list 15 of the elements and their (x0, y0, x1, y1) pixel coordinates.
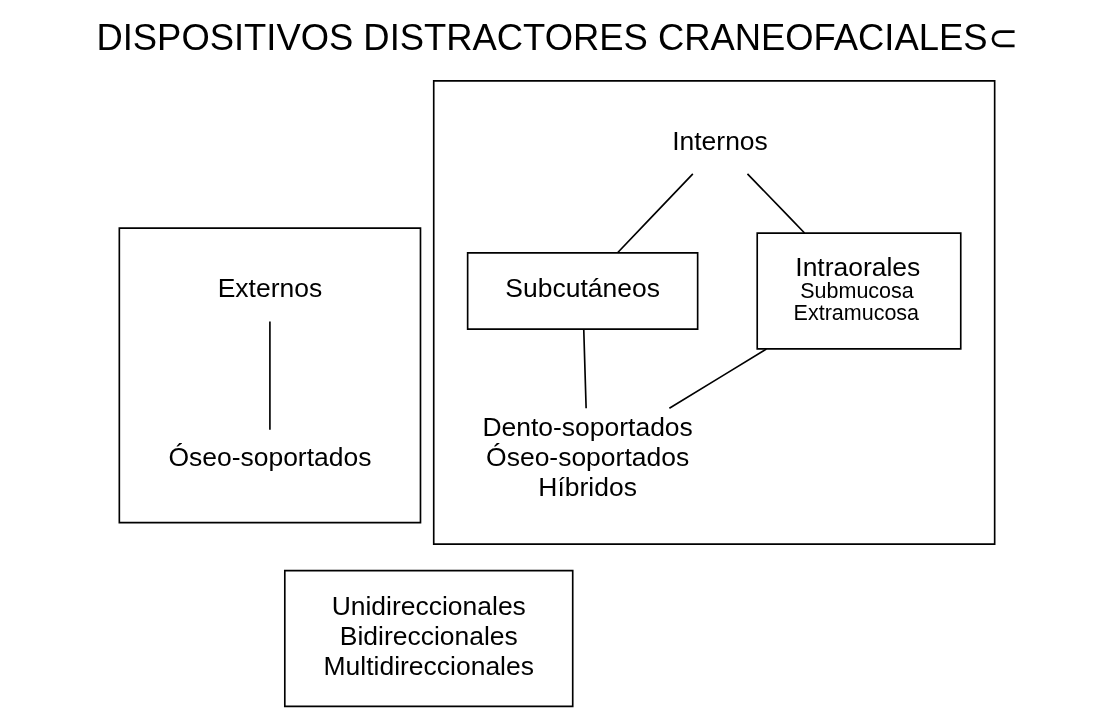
cluster (118, 227, 421, 524)
node-box: Unidireccionales Bidireccionales Multidireccionales (283, 569, 574, 708)
connector (268, 320, 271, 431)
connector (616, 173, 694, 254)
cluster (432, 80, 995, 545)
node-text: Dento-soportados Óseo-soportados Híbridos (481, 412, 693, 502)
connector (582, 328, 587, 410)
node-text: Internos (671, 126, 768, 157)
node-box: Intraorales Submucosa Extramucosa (755, 232, 962, 350)
connector (668, 348, 767, 410)
diagram-title: DISPOSITIVOS DISTRACTORES CRANEOFACIALES⊂ (95, 17, 1018, 59)
node-box: Subcutáneos (466, 252, 698, 330)
connector (746, 173, 805, 234)
node-text: Externos (217, 273, 322, 304)
node-text: Óseo-soportados (167, 442, 371, 473)
